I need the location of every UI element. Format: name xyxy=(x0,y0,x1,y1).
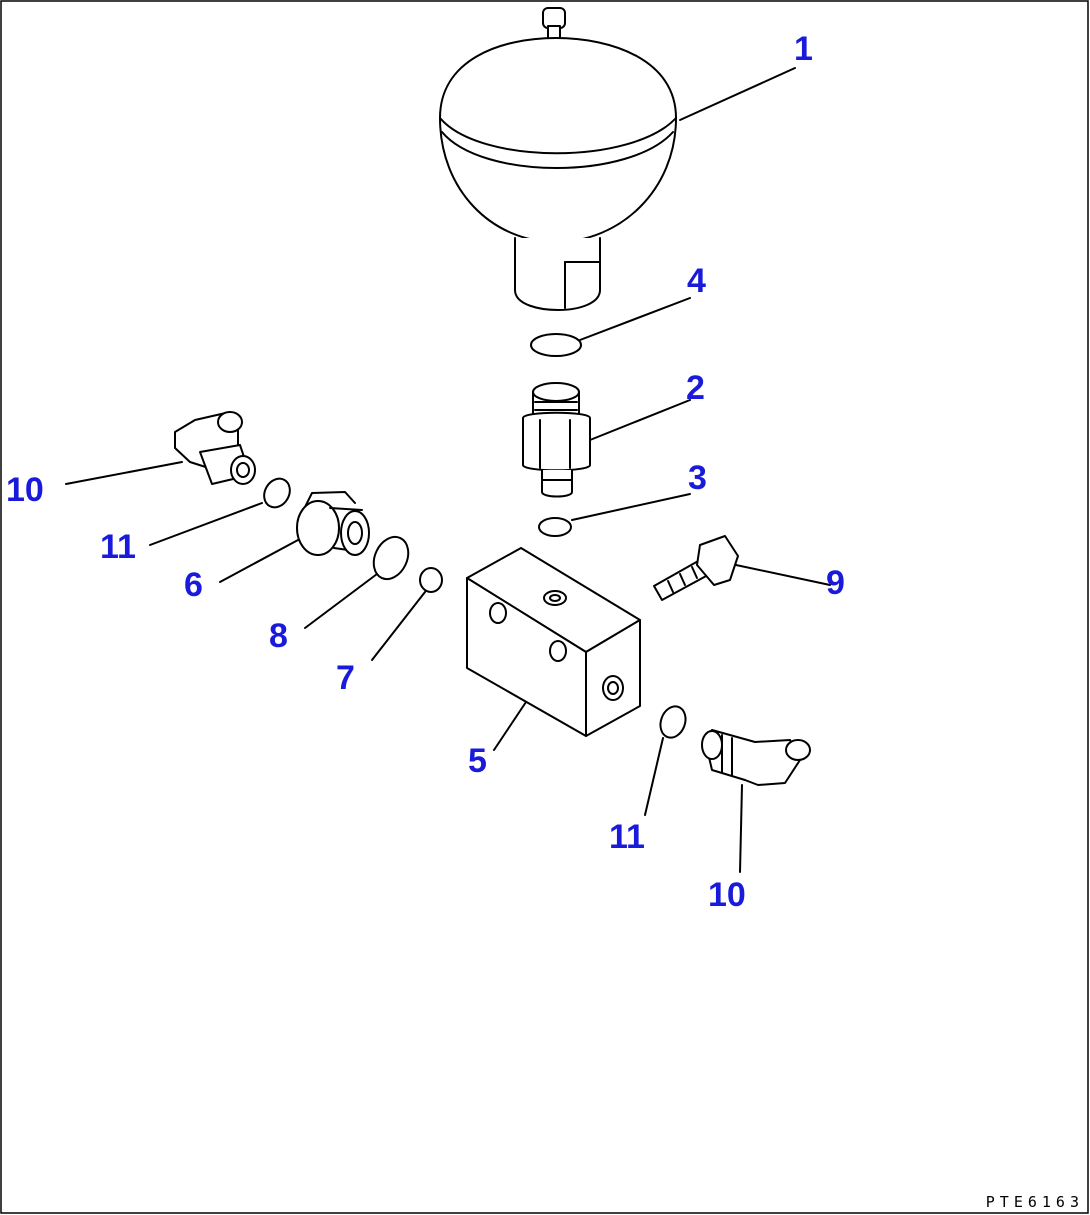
part-8-o-ring xyxy=(372,535,410,581)
part-10-right-elbow xyxy=(701,729,811,786)
part-4-o-ring xyxy=(530,333,582,357)
leader-lines xyxy=(65,67,831,873)
callout-11-left: 11 xyxy=(100,528,136,566)
callout-10-left: 10 xyxy=(6,471,44,509)
drawing-code: PTE6163 xyxy=(985,1193,1084,1211)
callout-11-right: 11 xyxy=(609,818,645,856)
callout-7: 7 xyxy=(336,659,355,697)
callout-8: 8 xyxy=(269,617,288,655)
part-2-adapter xyxy=(522,382,591,498)
part-9-fitting xyxy=(653,535,739,601)
callout-9: 9 xyxy=(826,564,845,602)
callout-1: 1 xyxy=(794,30,813,68)
callout-4: 4 xyxy=(687,262,706,300)
part-10-left-elbow xyxy=(174,411,256,485)
callout-10-right: 10 xyxy=(708,876,746,914)
part-11-right-o-ring xyxy=(659,705,687,739)
callout-6: 6 xyxy=(184,566,203,604)
part-3-o-ring xyxy=(538,517,572,537)
callout-5: 5 xyxy=(468,742,487,780)
part-5-block xyxy=(466,547,641,737)
part-6-plug xyxy=(296,491,370,556)
part-11-left-o-ring xyxy=(263,477,291,509)
part-7-ball xyxy=(419,567,443,593)
callout-2: 2 xyxy=(686,369,705,407)
callout-3: 3 xyxy=(688,459,707,497)
part-1-accumulator xyxy=(439,7,677,311)
